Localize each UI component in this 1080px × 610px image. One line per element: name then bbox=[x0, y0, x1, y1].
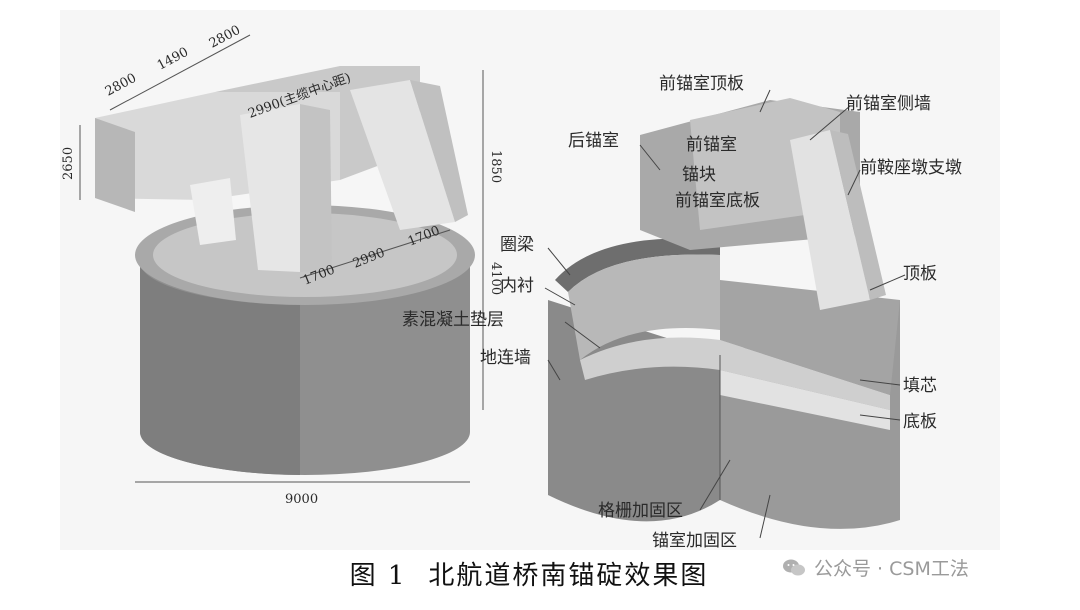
label-bottom-slab: 底板 bbox=[903, 412, 937, 432]
pillar-right bbox=[350, 80, 455, 230]
label-rear-chamber: 后锚室 bbox=[568, 131, 619, 151]
left-anchorage-model: 2800 1490 2800 2650 2990(主缆中心距) 1700 299… bbox=[61, 23, 503, 507]
top-block-face bbox=[95, 118, 135, 212]
label-front-floor: 前锚室底板 bbox=[675, 191, 760, 211]
label-front-roof: 前锚室顶板 bbox=[659, 74, 744, 94]
label-diaphragm-wall: 地连墙 bbox=[480, 348, 531, 368]
cylinder-shade bbox=[139, 262, 300, 475]
watermark: 公众号 · CSM工法 bbox=[782, 554, 969, 581]
bottom-slab-band bbox=[720, 370, 890, 430]
front-bracket-side bbox=[830, 130, 886, 300]
dim-line-top bbox=[109, 34, 251, 111]
label-liner: 内衬 bbox=[500, 276, 534, 296]
figure-caption: 图 1 北航道桥南锚碇效果图 bbox=[0, 555, 1080, 592]
label-cushion: 素混凝土垫层 bbox=[402, 310, 504, 330]
pillar-right-side bbox=[410, 80, 468, 222]
ring-beam-band bbox=[555, 238, 720, 292]
dim-base-9000: 9000 bbox=[285, 492, 318, 507]
label-fill-core: 填芯 bbox=[903, 376, 937, 396]
dim-right-4100: 4100 bbox=[488, 262, 503, 295]
figure-title: 北航道桥南锚碇效果图 bbox=[428, 561, 709, 591]
pillar-left bbox=[240, 104, 300, 272]
label-grid-zone: 格栅加固区 bbox=[598, 501, 683, 521]
front-bracket-pier bbox=[790, 130, 870, 310]
label-front-bracket: 前鞍座墩支墩 bbox=[860, 158, 962, 178]
fill-core-band bbox=[720, 280, 900, 395]
dim-right-1850: 1850 bbox=[488, 150, 503, 183]
dim-left-2650: 2650 bbox=[61, 147, 76, 180]
label-anchor-zone: 锚室加固区 bbox=[652, 531, 737, 551]
right-anchorage-model: 前锚室顶板 前锚室侧墙 后锚室 前锚室 锚块 前锚室底板 前鞍座墩支墩 圈梁 内… bbox=[402, 74, 962, 551]
leader-lines bbox=[544, 89, 906, 539]
wechat-icon bbox=[783, 559, 805, 575]
label-front-side-wall: 前锚室侧墙 bbox=[846, 94, 931, 114]
watermark-text: 公众号 · CSM工法 bbox=[814, 558, 969, 580]
liner-band bbox=[568, 254, 720, 360]
label-front-chamber: 前锚室 bbox=[686, 135, 737, 155]
dim-line-bottom bbox=[299, 229, 451, 279]
cushion-band bbox=[580, 337, 890, 410]
pillar-small bbox=[190, 178, 236, 245]
label-top-slab: 顶板 bbox=[903, 264, 937, 284]
pillar-left-side bbox=[300, 104, 332, 272]
label-ring-beam: 圈梁 bbox=[500, 235, 534, 255]
label-anchor-block: 锚块 bbox=[682, 165, 716, 185]
figure-number: 图 1 bbox=[349, 561, 407, 591]
